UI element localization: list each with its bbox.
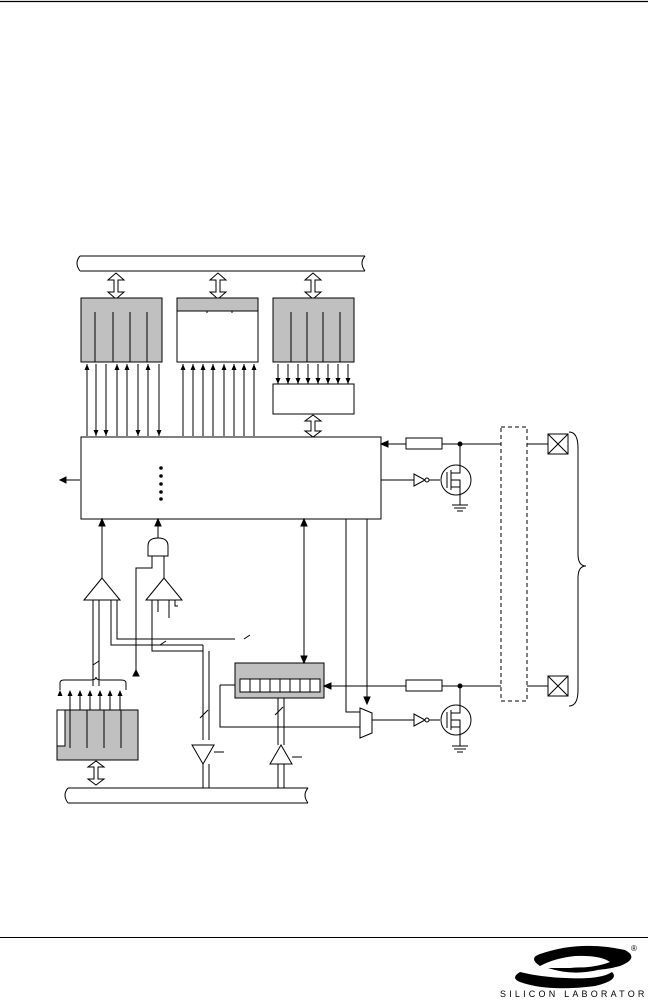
adc-input-arrows — [57, 676, 127, 710]
crossbar-block — [80, 436, 382, 520]
comparator-left — [82, 577, 122, 601]
input-buffer — [269, 744, 293, 765]
lower-pin-path — [322, 679, 501, 753]
right-block-signals — [275, 364, 351, 384]
port-latch-register — [234, 662, 325, 699]
logic-area — [82, 517, 251, 740]
and-gate — [147, 537, 169, 557]
register-block-left — [80, 297, 163, 363]
register-block-middle — [176, 297, 259, 363]
bus-arrows-top — [106, 272, 323, 300]
silicon-labs-swirl-icon — [515, 945, 632, 989]
bottom-bus — [64, 787, 309, 804]
adc-block — [56, 709, 139, 761]
pad-lower — [547, 675, 569, 697]
upper-pin-path — [379, 437, 501, 512]
pad-upper — [547, 433, 569, 455]
mux — [359, 707, 373, 739]
top-bus — [76, 255, 366, 272]
registered-mark: ® — [631, 944, 637, 953]
register-block-right — [272, 297, 355, 363]
left-block-signals — [84, 364, 162, 436]
port-brace — [568, 431, 587, 707]
middle-block-signals — [180, 364, 257, 436]
logo-wordmark: SILICON LABORATORIES — [500, 989, 648, 999]
output-buffer — [191, 744, 215, 765]
latch-box — [272, 383, 355, 415]
dashed-pin-box — [500, 426, 528, 702]
crossbar-dots — [159, 466, 163, 501]
comparator-right — [144, 577, 184, 601]
